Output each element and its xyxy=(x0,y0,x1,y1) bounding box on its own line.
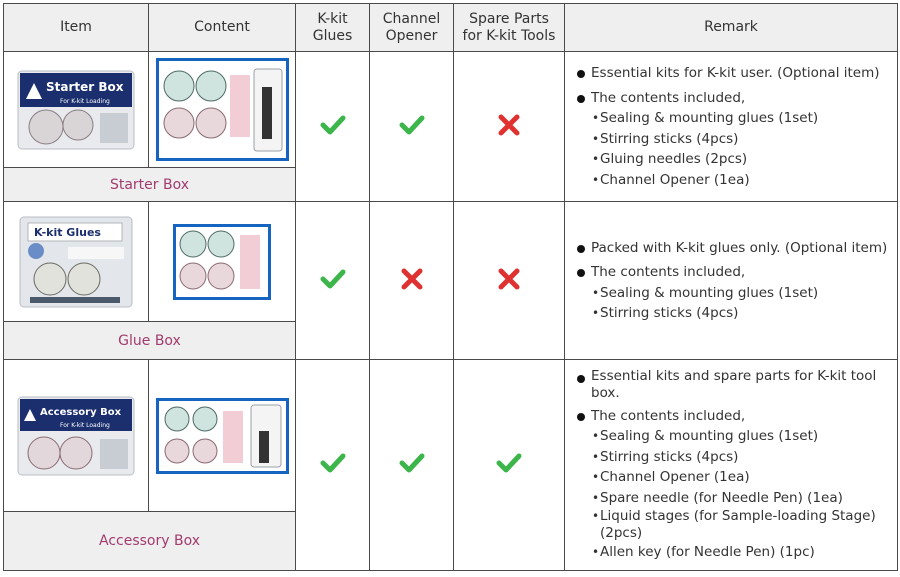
box-label: K-kit Glues xyxy=(34,226,101,239)
glues-mark-cell xyxy=(295,201,370,360)
content-photo-cell xyxy=(148,201,296,322)
header-opener: Channel Opener xyxy=(369,3,454,52)
remark-cell: Essential kits for K-kit user. (Optional… xyxy=(564,51,898,202)
remark-sub-item: Stirring sticks (4pcs) xyxy=(575,129,891,150)
remark-sub-item: Sealing & mounting glues (1set) xyxy=(575,426,891,447)
content-photo-frame xyxy=(155,397,289,474)
item-photo-cell: Starter Box For K-kit Loading xyxy=(3,51,149,168)
product-table: Item Content K-kit Glues Channel Opener … xyxy=(3,3,898,571)
remark-bullet: Essential kits for K-kit user. (Optional… xyxy=(575,63,891,84)
header-glues: K-kit Glues xyxy=(295,3,370,52)
remark-bullet: Packed with K-kit glues only. (Optional … xyxy=(575,238,891,259)
remark-bullet: The contents included, xyxy=(575,88,891,109)
remark-sub-item: Stirring sticks (4pcs) xyxy=(575,303,891,324)
header-remark: Remark xyxy=(564,3,898,52)
item-photo-cell: K-kit Glues xyxy=(3,201,149,322)
remark-bullet: Essential kits and spare parts for K-kit… xyxy=(575,368,891,402)
remark-sub-item: Stirring sticks (4pcs) xyxy=(575,447,891,468)
content-photo-cell xyxy=(148,51,296,168)
check-icon xyxy=(399,453,424,473)
opener-mark-cell xyxy=(369,359,454,571)
remark-sub-item: Sealing & mounting glues (1set) xyxy=(575,283,891,304)
accessory-box-photo: Accessory Box For K-kit Loading xyxy=(17,396,135,475)
opener-mark-cell xyxy=(369,51,454,202)
header-item: Item xyxy=(3,3,149,52)
check-icon xyxy=(399,115,424,134)
remark-sub-item: Liquid stages (for Sample-loading Stage)… xyxy=(575,508,891,542)
remark-bullet: The contents included, xyxy=(575,406,891,427)
box-sublabel: For K-kit Loading xyxy=(60,422,110,429)
opener-mark-cell xyxy=(369,201,454,360)
item-name: Starter Box xyxy=(3,167,296,202)
starter-box-photo: Starter Box For K-kit Loading xyxy=(17,70,135,149)
box-label: Accessory Box xyxy=(40,407,122,418)
remark-sub-item: Gluing needles (2pcs) xyxy=(575,149,891,170)
remark-cell: Essential kits and spare parts for K-kit… xyxy=(564,359,898,571)
header-content: Content xyxy=(148,3,296,52)
spare-mark-cell xyxy=(453,51,565,202)
content-photo-frame xyxy=(155,58,289,161)
check-icon xyxy=(320,269,345,288)
glues-mark-cell xyxy=(295,359,370,571)
cross-icon xyxy=(498,114,520,135)
remark-sub-item: Allen key (for Needle Pen) (1pc) xyxy=(575,542,891,563)
item-name: Glue Box xyxy=(3,321,296,360)
remark-sub-item: Sealing & mounting glues (1set) xyxy=(575,108,891,129)
glues-mark-cell xyxy=(295,51,370,202)
content-photo-frame xyxy=(173,223,271,300)
glue-box-photo: K-kit Glues xyxy=(19,216,133,307)
remark-sub-item: Channel Opener (1ea) xyxy=(575,170,891,191)
remark-cell: Packed with K-kit glues only. (Optional … xyxy=(564,201,898,360)
item-photo-cell: Accessory Box For K-kit Loading xyxy=(3,359,149,512)
cross-icon xyxy=(401,268,422,289)
remark-sub-item: Spare needle (for Needle Pen) (1ea) xyxy=(575,488,891,509)
spare-mark-cell xyxy=(453,359,565,571)
spare-mark-cell xyxy=(453,201,565,360)
header-spare-parts: Spare Parts for K-kit Tools xyxy=(453,3,565,52)
box-label: Starter Box xyxy=(46,80,124,94)
remark-bullet: The contents included, xyxy=(575,262,891,283)
box-sublabel: For K-kit Loading xyxy=(60,98,110,105)
check-icon xyxy=(320,453,345,473)
cross-icon xyxy=(498,268,520,289)
remark-sub-item: Channel Opener (1ea) xyxy=(575,467,891,488)
check-icon xyxy=(320,115,345,134)
content-photo-cell xyxy=(148,359,296,512)
check-icon xyxy=(496,453,522,473)
item-name: Accessory Box xyxy=(3,511,296,571)
